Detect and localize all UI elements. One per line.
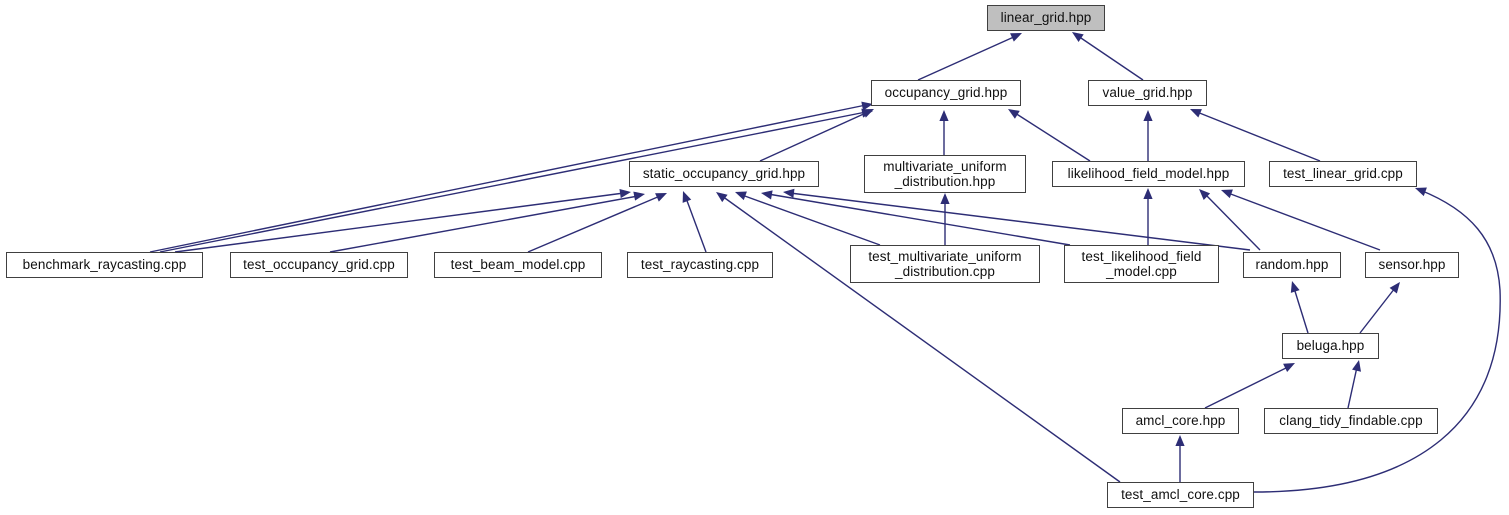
graph-edge bbox=[174, 192, 625, 253]
graph-edge bbox=[1347, 366, 1358, 409]
graph-edge-arrowhead bbox=[655, 193, 667, 202]
graph-node-likelihood_field_model[interactable]: likelihood_field_model.hpp bbox=[1052, 161, 1245, 187]
graph-edge bbox=[527, 195, 661, 253]
graph-node-value_grid[interactable]: value_grid.hpp bbox=[1088, 80, 1207, 106]
graph-node-label: random.hpp bbox=[1255, 257, 1329, 273]
graph-node-label: clang_tidy_findable.cpp bbox=[1279, 413, 1423, 429]
graph-node-test_occupancy_grid[interactable]: test_occupancy_grid.cpp bbox=[230, 252, 408, 278]
graph-node-test_likelihood_field[interactable]: test_likelihood_field _model.cpp bbox=[1064, 245, 1219, 283]
graph-edge bbox=[1204, 193, 1261, 251]
graph-edge-arrowhead bbox=[1283, 363, 1295, 372]
graph-edge bbox=[149, 104, 867, 253]
graph-node-label: test_multivariate_uniform _distribution.… bbox=[868, 248, 1022, 280]
graph-node-label: test_beam_model.cpp bbox=[450, 257, 586, 273]
graph-edge bbox=[741, 194, 881, 246]
graph-edge bbox=[1293, 287, 1309, 334]
graph-node-beluga[interactable]: beluga.hpp bbox=[1282, 333, 1379, 359]
graph-edge-arrowhead bbox=[1389, 282, 1400, 294]
graph-edge-arrowhead bbox=[716, 192, 728, 203]
graph-edge-arrowhead bbox=[939, 110, 949, 121]
graph-edge-arrowhead bbox=[861, 108, 873, 118]
graph-edge-arrowhead bbox=[735, 191, 747, 201]
graph-node-label: occupancy_grid.hpp bbox=[884, 85, 1008, 101]
graph-node-label: static_occupancy_grid.hpp bbox=[642, 166, 806, 182]
graph-edge bbox=[1077, 35, 1144, 81]
graph-edge-arrowhead bbox=[1072, 32, 1084, 42]
graph-edge-arrowhead bbox=[1143, 188, 1153, 199]
graph-edge bbox=[767, 193, 1071, 246]
graph-node-label: beluga.hpp bbox=[1296, 338, 1365, 354]
graph-node-test_linear_grid[interactable]: test_linear_grid.cpp bbox=[1269, 161, 1417, 187]
graph-node-label: linear_grid.hpp bbox=[1000, 10, 1092, 26]
graph-node-label: sensor.hpp bbox=[1378, 257, 1446, 273]
graph-node-test_raycasting[interactable]: test_raycasting.cpp bbox=[627, 252, 773, 278]
graph-node-label: value_grid.hpp bbox=[1102, 85, 1193, 101]
graph-edge bbox=[789, 192, 1251, 251]
graph-edge-arrowhead bbox=[940, 193, 950, 204]
graph-edge bbox=[759, 111, 869, 162]
graph-node-clang_tidy_findable[interactable]: clang_tidy_findable.cpp bbox=[1264, 408, 1438, 434]
graph-edge-arrowhead bbox=[1143, 110, 1153, 121]
graph-edge bbox=[1253, 189, 1501, 493]
graph-edge-arrowhead bbox=[1010, 33, 1022, 42]
graph-node-occupancy_grid[interactable]: occupancy_grid.hpp bbox=[871, 80, 1021, 106]
graph-node-test_beam_model[interactable]: test_beam_model.cpp bbox=[434, 252, 602, 278]
graph-edge bbox=[1014, 112, 1091, 162]
graph-edge bbox=[685, 197, 707, 253]
graph-edge bbox=[1227, 192, 1381, 251]
graph-edge-arrowhead bbox=[1221, 189, 1233, 199]
graph-edge-arrowhead bbox=[1290, 281, 1300, 293]
graph-node-random[interactable]: random.hpp bbox=[1243, 252, 1341, 278]
graph-node-label: test_likelihood_field _model.cpp bbox=[1081, 248, 1202, 280]
graph-node-label: benchmark_raycasting.cpp bbox=[22, 257, 187, 273]
graph-edge bbox=[721, 195, 1121, 483]
graph-edge-arrowhead bbox=[783, 188, 795, 198]
graph-edge bbox=[917, 35, 1017, 81]
graph-node-label: test_amcl_core.cpp bbox=[1121, 487, 1240, 503]
graph-edge-arrowhead bbox=[619, 188, 631, 199]
graph-edge bbox=[1204, 366, 1289, 409]
graph-node-label: test_occupancy_grid.cpp bbox=[243, 257, 395, 273]
graph-node-label: test_raycasting.cpp bbox=[640, 257, 760, 273]
graph-edge-arrowhead bbox=[633, 191, 645, 201]
graph-node-benchmark_raycasting[interactable]: benchmark_raycasting.cpp bbox=[6, 252, 203, 278]
graph-node-test_amcl_core[interactable]: test_amcl_core.cpp bbox=[1107, 482, 1254, 508]
graph-edge-arrowhead bbox=[1415, 187, 1427, 197]
graph-node-label: test_linear_grid.cpp bbox=[1283, 166, 1403, 182]
graph-edge bbox=[159, 111, 867, 253]
graph-edge bbox=[1359, 287, 1396, 334]
graph-node-multivariate_uniform[interactable]: multivariate_uniform _distribution.hpp bbox=[864, 155, 1026, 193]
graph-node-static_occupancy_grid[interactable]: static_occupancy_grid.hpp bbox=[629, 161, 819, 187]
graph-node-label: amcl_core.hpp bbox=[1135, 413, 1226, 429]
graph-edge-arrowhead bbox=[1199, 189, 1211, 200]
graph-edge-arrowhead bbox=[1352, 360, 1362, 372]
graph-edge-arrowhead bbox=[1008, 109, 1020, 119]
graph-edge-arrowhead bbox=[761, 190, 773, 200]
graph-node-amcl_core[interactable]: amcl_core.hpp bbox=[1122, 408, 1239, 434]
graph-edge bbox=[329, 195, 639, 253]
graph-node-label: likelihood_field_model.hpp bbox=[1067, 166, 1230, 182]
graph-edge-arrowhead bbox=[1190, 109, 1202, 118]
graph-edge-arrowhead bbox=[1175, 435, 1185, 446]
graph-node-sensor[interactable]: sensor.hpp bbox=[1365, 252, 1459, 278]
graph-edge bbox=[1196, 111, 1321, 162]
graph-node-test_multivariate[interactable]: test_multivariate_uniform _distribution.… bbox=[850, 245, 1040, 283]
graph-node-linear_grid[interactable]: linear_grid.hpp bbox=[987, 5, 1105, 31]
graph-edge-arrowhead bbox=[861, 101, 873, 111]
graph-node-label: multivariate_uniform _distribution.hpp bbox=[883, 158, 1007, 190]
graph-edge-arrowhead bbox=[682, 191, 692, 203]
